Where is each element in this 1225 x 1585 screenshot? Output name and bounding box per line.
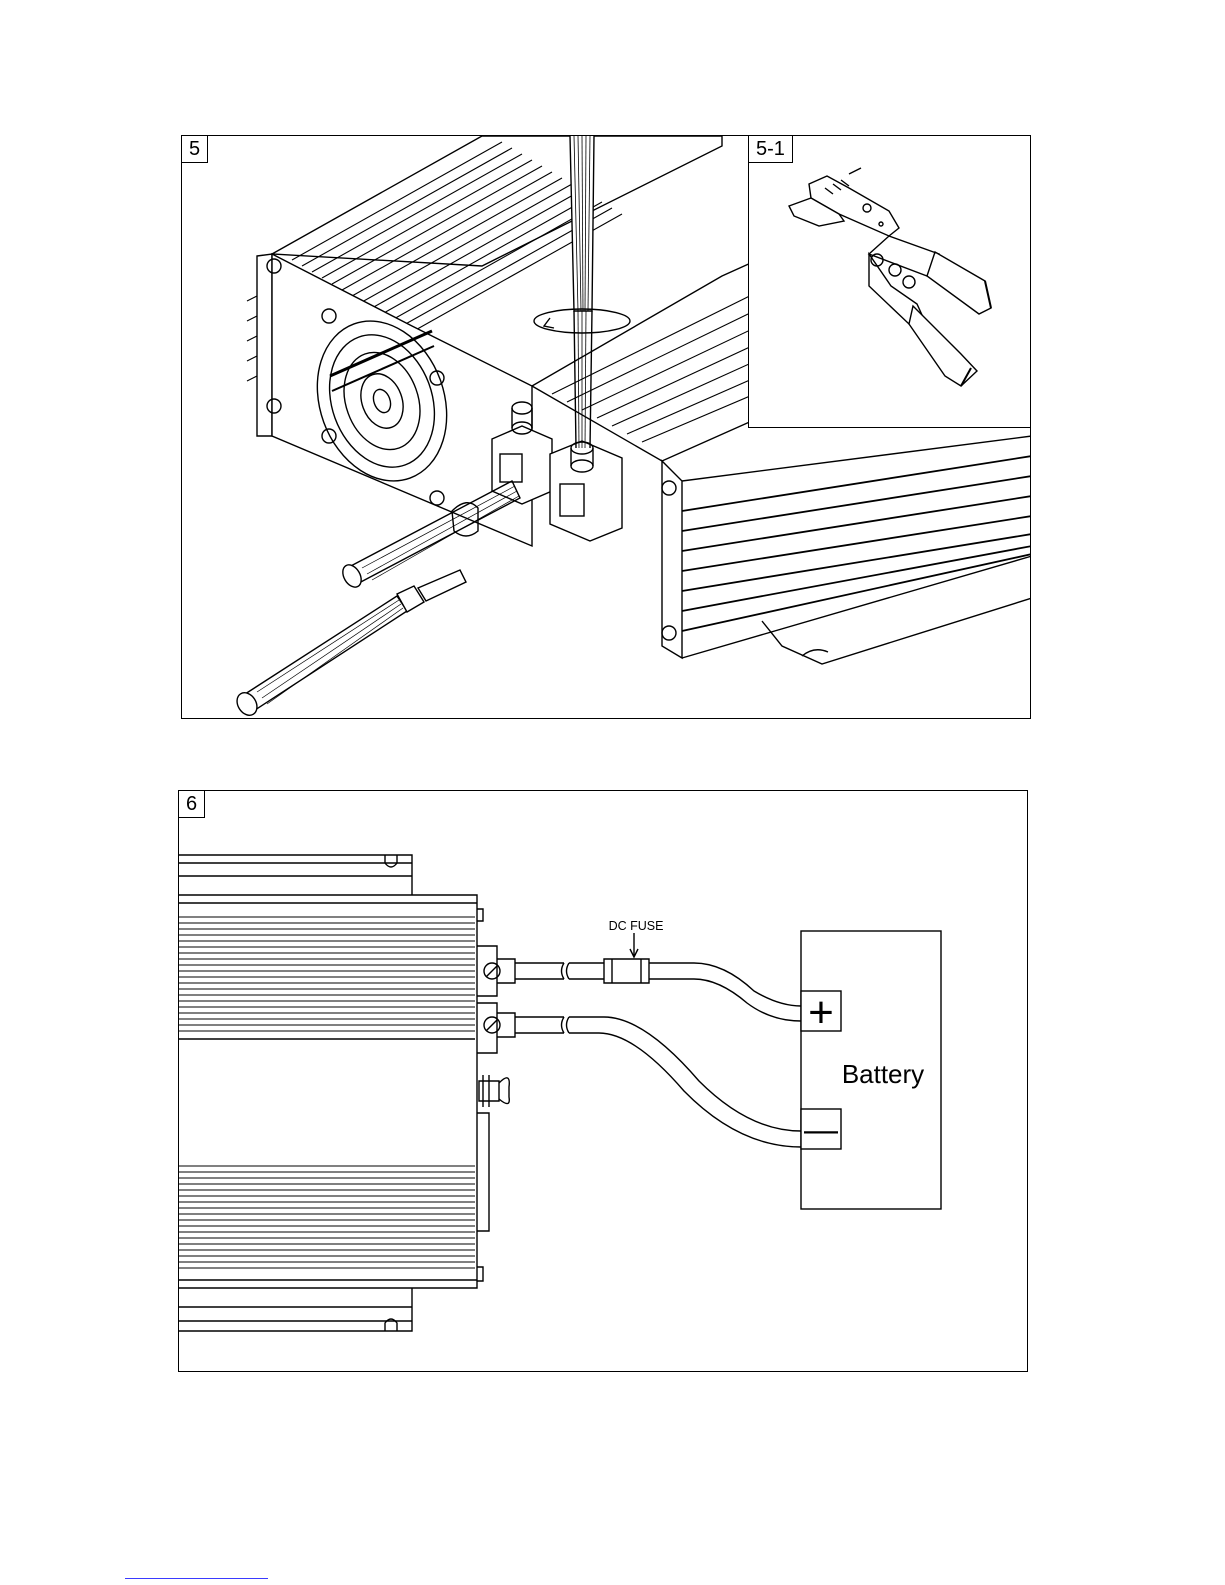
- figure-6-label: 6: [179, 791, 205, 818]
- crimping-tool-illustration: [749, 136, 1031, 428]
- figure-5-label: 5: [182, 136, 208, 163]
- minus-terminal-symbol: —: [804, 1111, 838, 1149]
- figure-5-panel: 5: [181, 135, 1031, 719]
- figure-5-1-label: 5-1: [749, 136, 793, 163]
- plus-terminal-symbol: +: [808, 988, 834, 1037]
- figure-5-1-inset: 5-1: [748, 136, 1031, 428]
- dc-fuse-label: DC FUSE: [609, 919, 664, 933]
- battery-label: Battery: [842, 1059, 924, 1089]
- wiring-diagram: DC FUSE + — Battery: [179, 791, 1028, 1372]
- footer-link-underline: [125, 1578, 268, 1579]
- figure-6-panel: 6: [178, 790, 1028, 1372]
